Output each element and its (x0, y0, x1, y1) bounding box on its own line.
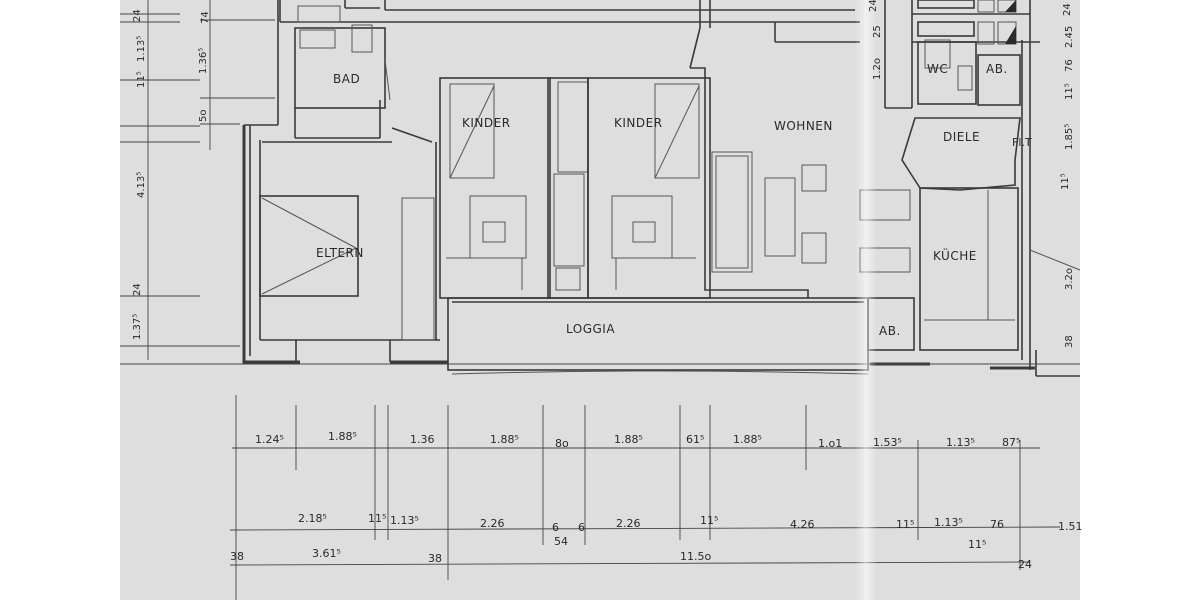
dim-label: 1.88⁵ (490, 433, 519, 446)
left-dimension-lines (120, 0, 1080, 365)
dim-label: 3.61⁵ (312, 547, 341, 560)
dim-label: 38 (1064, 335, 1075, 348)
dim-label: 24 (868, 0, 879, 12)
dim-label: 2.26 (616, 517, 641, 530)
top-walls (279, 0, 860, 28)
dim-label: 1.13⁵ (390, 514, 419, 527)
dim-label: 1.36 (410, 433, 435, 446)
dim-label: 4.13⁵ (136, 172, 147, 198)
dim-label: 24 (1062, 3, 1073, 16)
dim-label: 11⁵ (1060, 173, 1071, 190)
dim-label: 1.2o (872, 58, 883, 80)
room-label-wohnen: WOHNEN (774, 119, 833, 133)
room-label-eltern: ELTERN (316, 246, 364, 260)
dim-label: 1.51 (1058, 520, 1083, 533)
dim-label: 38 (230, 550, 244, 563)
dim-label: 1.85⁵ (1064, 124, 1075, 150)
dim-label: 2.45 (1064, 26, 1075, 48)
dim-label: 11⁵ (136, 71, 147, 88)
dim-label: 11.5o (680, 550, 711, 563)
dimension-left-b: 74 1.36⁵ 5o (198, 11, 211, 122)
dim-label: 25 (872, 25, 883, 38)
bottom-dimension-lines (229, 395, 1061, 600)
dim-label: 54 (554, 535, 568, 548)
dim-label: 11⁵ (368, 512, 386, 525)
dim-label: 4.26 (790, 518, 815, 531)
dim-label: 2.26 (480, 517, 505, 530)
dim-label: 1.37⁵ (132, 314, 143, 340)
dim-label: 1.53⁵ (873, 436, 902, 449)
dim-label: 6 (578, 521, 585, 534)
room-label-ab-top: AB. (986, 62, 1008, 76)
dim-label: 1.13⁵ (946, 436, 975, 449)
dim-label: 11⁵ (1064, 83, 1075, 100)
dim-label: 1.o1 (818, 437, 842, 450)
right-section (867, 0, 1081, 377)
dim-label: 1.13⁵ (136, 36, 147, 62)
room-label-wc: WC (927, 62, 948, 76)
label-fl-t: Fl.T (1012, 136, 1032, 149)
room-label-bad: BAD (333, 72, 360, 86)
dimension-row-3: 38 3.61⁵ 38 11.5o 24 (230, 547, 1032, 571)
dim-label: 8o (555, 437, 569, 450)
room-label-kinder-2: KINDER (614, 116, 663, 130)
room-label-kinder-1: KINDER (462, 116, 511, 130)
paper-fold-glare (855, 0, 877, 600)
dimension-right: 24 2.45 76 11⁵ 1.85⁵ 11⁵ 3.2o 38 (1060, 3, 1075, 348)
dim-label: 5o (198, 110, 209, 122)
living-room (689, 22, 911, 298)
dim-label: 1.24⁵ (255, 433, 284, 446)
dim-label: 61⁵ (686, 433, 704, 446)
dim-label: 24 (132, 283, 143, 296)
dimension-left-a: 24 1.13⁵ 11⁵ 4.13⁵ 24 1.37⁵ (132, 9, 147, 340)
dim-label: 76 (990, 518, 1004, 531)
dim-label: 1.88⁵ (614, 433, 643, 446)
dimension-row-2: 2.18⁵ 11⁵ 1.13⁵ 2.26 6 6 2.26 11⁵ 4.26 1… (298, 512, 1083, 551)
dim-label: 24 (1018, 558, 1032, 571)
dim-label: 1.36⁵ (198, 48, 209, 74)
dim-label: 3.2o (1064, 268, 1075, 290)
dim-label: 11⁵ (968, 538, 986, 551)
dim-label: 2.18⁵ (298, 512, 327, 525)
parents-bedroom (259, 142, 437, 341)
dim-label: 87⁵ (1002, 436, 1020, 449)
dim-label: 74 (200, 11, 211, 24)
dim-label: 6 (552, 521, 559, 534)
dim-label: 24 (132, 9, 143, 22)
dim-label: 11⁵ (896, 518, 914, 531)
room-label-ab-bottom: AB. (879, 324, 901, 338)
dim-label: 1.88⁵ (733, 433, 762, 446)
dim-label: 1.13⁵ (934, 516, 963, 529)
bathroom (262, 24, 433, 143)
room-label-diele: DIELE (943, 130, 980, 144)
dimension-row-1: 1.24⁵ 1.88⁵ 1.36 1.88⁵ 8o 1.88⁵ 61⁵ 1.88… (255, 430, 1020, 450)
dim-label: 1.88⁵ (328, 430, 357, 443)
dim-label: 76 (1064, 59, 1075, 72)
room-label-kueche: KÜCHE (933, 247, 977, 263)
dim-label: 11⁵ (700, 514, 718, 527)
room-label-loggia: LOGGIA (566, 322, 615, 336)
dim-label: 38 (428, 552, 442, 565)
dimension-mid: 24 25 1.2o (868, 0, 883, 80)
